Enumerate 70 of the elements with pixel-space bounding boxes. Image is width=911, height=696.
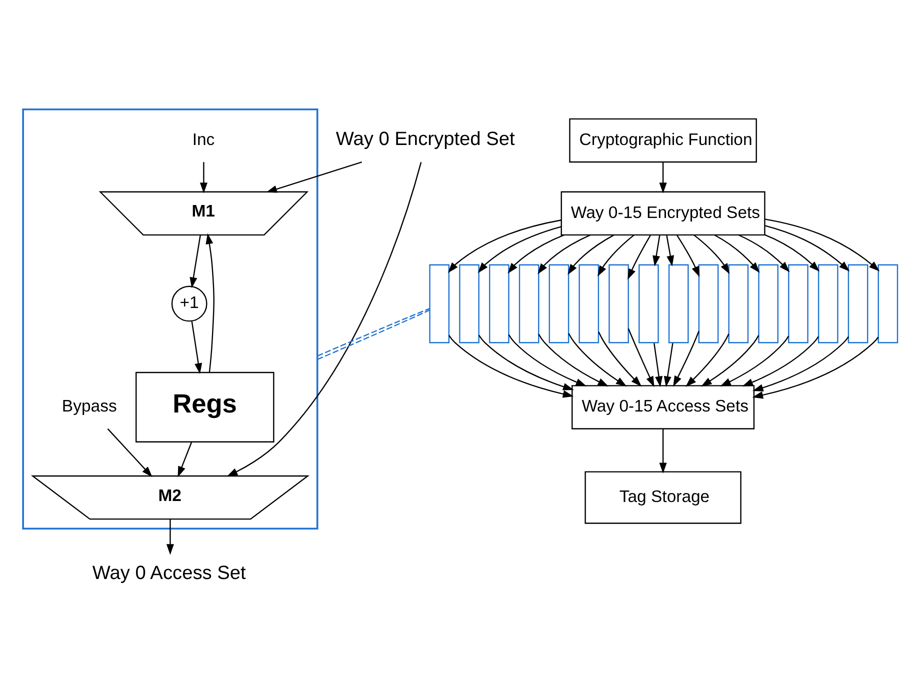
arrow: [764, 218, 880, 272]
arrow: [701, 335, 760, 387]
arrow: [568, 234, 614, 275]
arrow: [659, 162, 667, 194]
arrow: [752, 336, 879, 399]
node-box: [818, 264, 838, 344]
arrow: [200, 162, 208, 194]
arrow: [178, 442, 192, 478]
node-box: [668, 264, 689, 344]
node-box: Way 0-15 Encrypted Sets: [560, 191, 766, 236]
arrow: [720, 336, 790, 386]
arrow: [628, 235, 651, 280]
arrow: [714, 234, 760, 273]
arrow: [568, 333, 627, 387]
arrow: [659, 428, 667, 474]
arrow: [478, 334, 574, 390]
arrow: [538, 334, 609, 386]
node-box: [548, 264, 570, 344]
arrow: [654, 343, 663, 388]
node-circle: +1: [171, 286, 208, 322]
arrow: [538, 234, 590, 274]
node-box: [429, 264, 450, 344]
arrow: [206, 233, 214, 373]
node-text: Way 0 Access Set: [92, 563, 246, 584]
node-box: [489, 264, 510, 344]
node-text: Inc: [192, 130, 215, 149]
arrow: [448, 335, 574, 398]
arrow: [266, 162, 362, 193]
arrow: [508, 234, 564, 274]
arrow: [652, 234, 660, 266]
arrow: [686, 334, 730, 387]
arrow: [694, 234, 730, 274]
arrow: [448, 220, 562, 273]
node-box: [578, 264, 600, 344]
arrow: [598, 332, 642, 387]
arrow: [742, 336, 819, 386]
node-box: Regs: [136, 372, 274, 442]
arrow: [628, 328, 654, 388]
arrow: [764, 234, 820, 272]
node-box: [459, 264, 480, 344]
node-box: [518, 264, 540, 344]
node-box: [638, 264, 659, 344]
node-box: [698, 264, 719, 344]
arrow: [664, 343, 674, 388]
node-box: [788, 264, 808, 344]
node-box: [608, 264, 629, 344]
arrow: [752, 336, 849, 392]
arrow: [478, 226, 562, 274]
node-box: Cryptographic Function: [569, 118, 757, 163]
node-text: Way 0 Encrypted Set: [336, 129, 515, 150]
node-box: [758, 264, 778, 344]
arrow: [764, 225, 850, 272]
arrow: [738, 234, 790, 272]
node-box: [728, 264, 749, 344]
node-box: Tag Storage: [584, 471, 742, 524]
arrow: [676, 234, 700, 278]
arrow: [598, 234, 634, 277]
arrow: [190, 234, 201, 288]
node-text: Bypass: [62, 396, 117, 416]
arrow: [666, 234, 674, 266]
arrow: [166, 519, 174, 555]
node-box: [878, 264, 898, 344]
node-box: [848, 264, 868, 344]
arrow: [226, 162, 422, 477]
arrow: [508, 334, 587, 386]
arrow: [191, 321, 202, 374]
arrow: [107, 428, 152, 478]
arrow: [673, 330, 700, 387]
cluster: [22, 108, 318, 530]
node-box: Way 0-15 Access Sets: [572, 385, 755, 430]
